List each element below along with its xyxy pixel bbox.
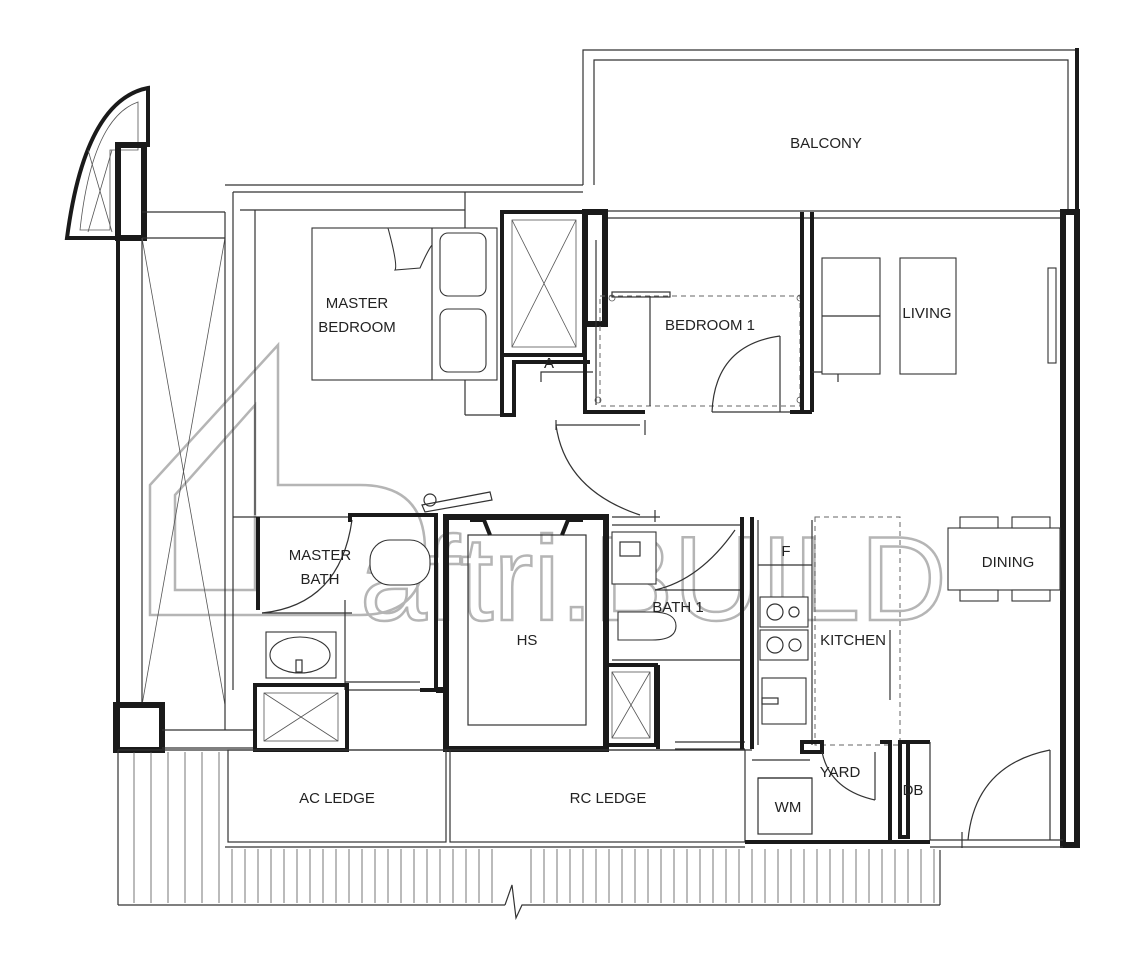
living-label: LIVING — [902, 305, 951, 322]
yard-label: YARD — [820, 764, 861, 781]
rc-ledge-label: RC LEDGE — [570, 790, 647, 807]
db-label: DB — [903, 782, 924, 799]
kitchen-label: KITCHEN — [820, 632, 886, 649]
balcony-label: BALCONY — [790, 135, 862, 152]
hs-label: HS — [517, 632, 538, 649]
left-planter — [113, 211, 255, 753]
ac-box — [253, 683, 349, 752]
master-bedroom-label-1: MASTER — [326, 295, 389, 312]
master-bath-label-1: MASTER — [289, 547, 352, 564]
master-bath-label-2: BATH — [301, 571, 340, 588]
bay-window — [64, 85, 150, 241]
master-bath — [233, 513, 438, 692]
wm-label: WM — [775, 799, 802, 816]
master-bed — [311, 227, 498, 381]
louvre-screen — [117, 749, 941, 921]
bath1 — [604, 510, 745, 750]
hallway-door — [555, 420, 641, 516]
yard-area — [752, 740, 931, 840]
right-exterior-wall — [1060, 209, 1080, 848]
ledges — [225, 749, 1063, 848]
bedroom1-label: BEDROOM 1 — [665, 317, 755, 334]
bath1-label: BATH 1 — [652, 599, 703, 616]
fridge-label: F — [781, 543, 790, 560]
entrance-door — [930, 749, 1063, 848]
balcony-area — [582, 48, 1079, 219]
master-bedroom-label-2: BEDROOM — [318, 319, 396, 336]
dining-label: DINING — [982, 554, 1035, 571]
wardrobe-block — [500, 209, 608, 417]
section-marker-left: A — [540, 355, 593, 382]
kitchen — [750, 516, 901, 749]
section-marker-left-label: A — [544, 355, 554, 372]
living-furniture — [821, 257, 1057, 375]
dining-furniture — [947, 516, 1061, 602]
bedroom1-walls — [583, 212, 814, 435]
ac-ledge-label: AC LEDGE — [299, 790, 375, 807]
